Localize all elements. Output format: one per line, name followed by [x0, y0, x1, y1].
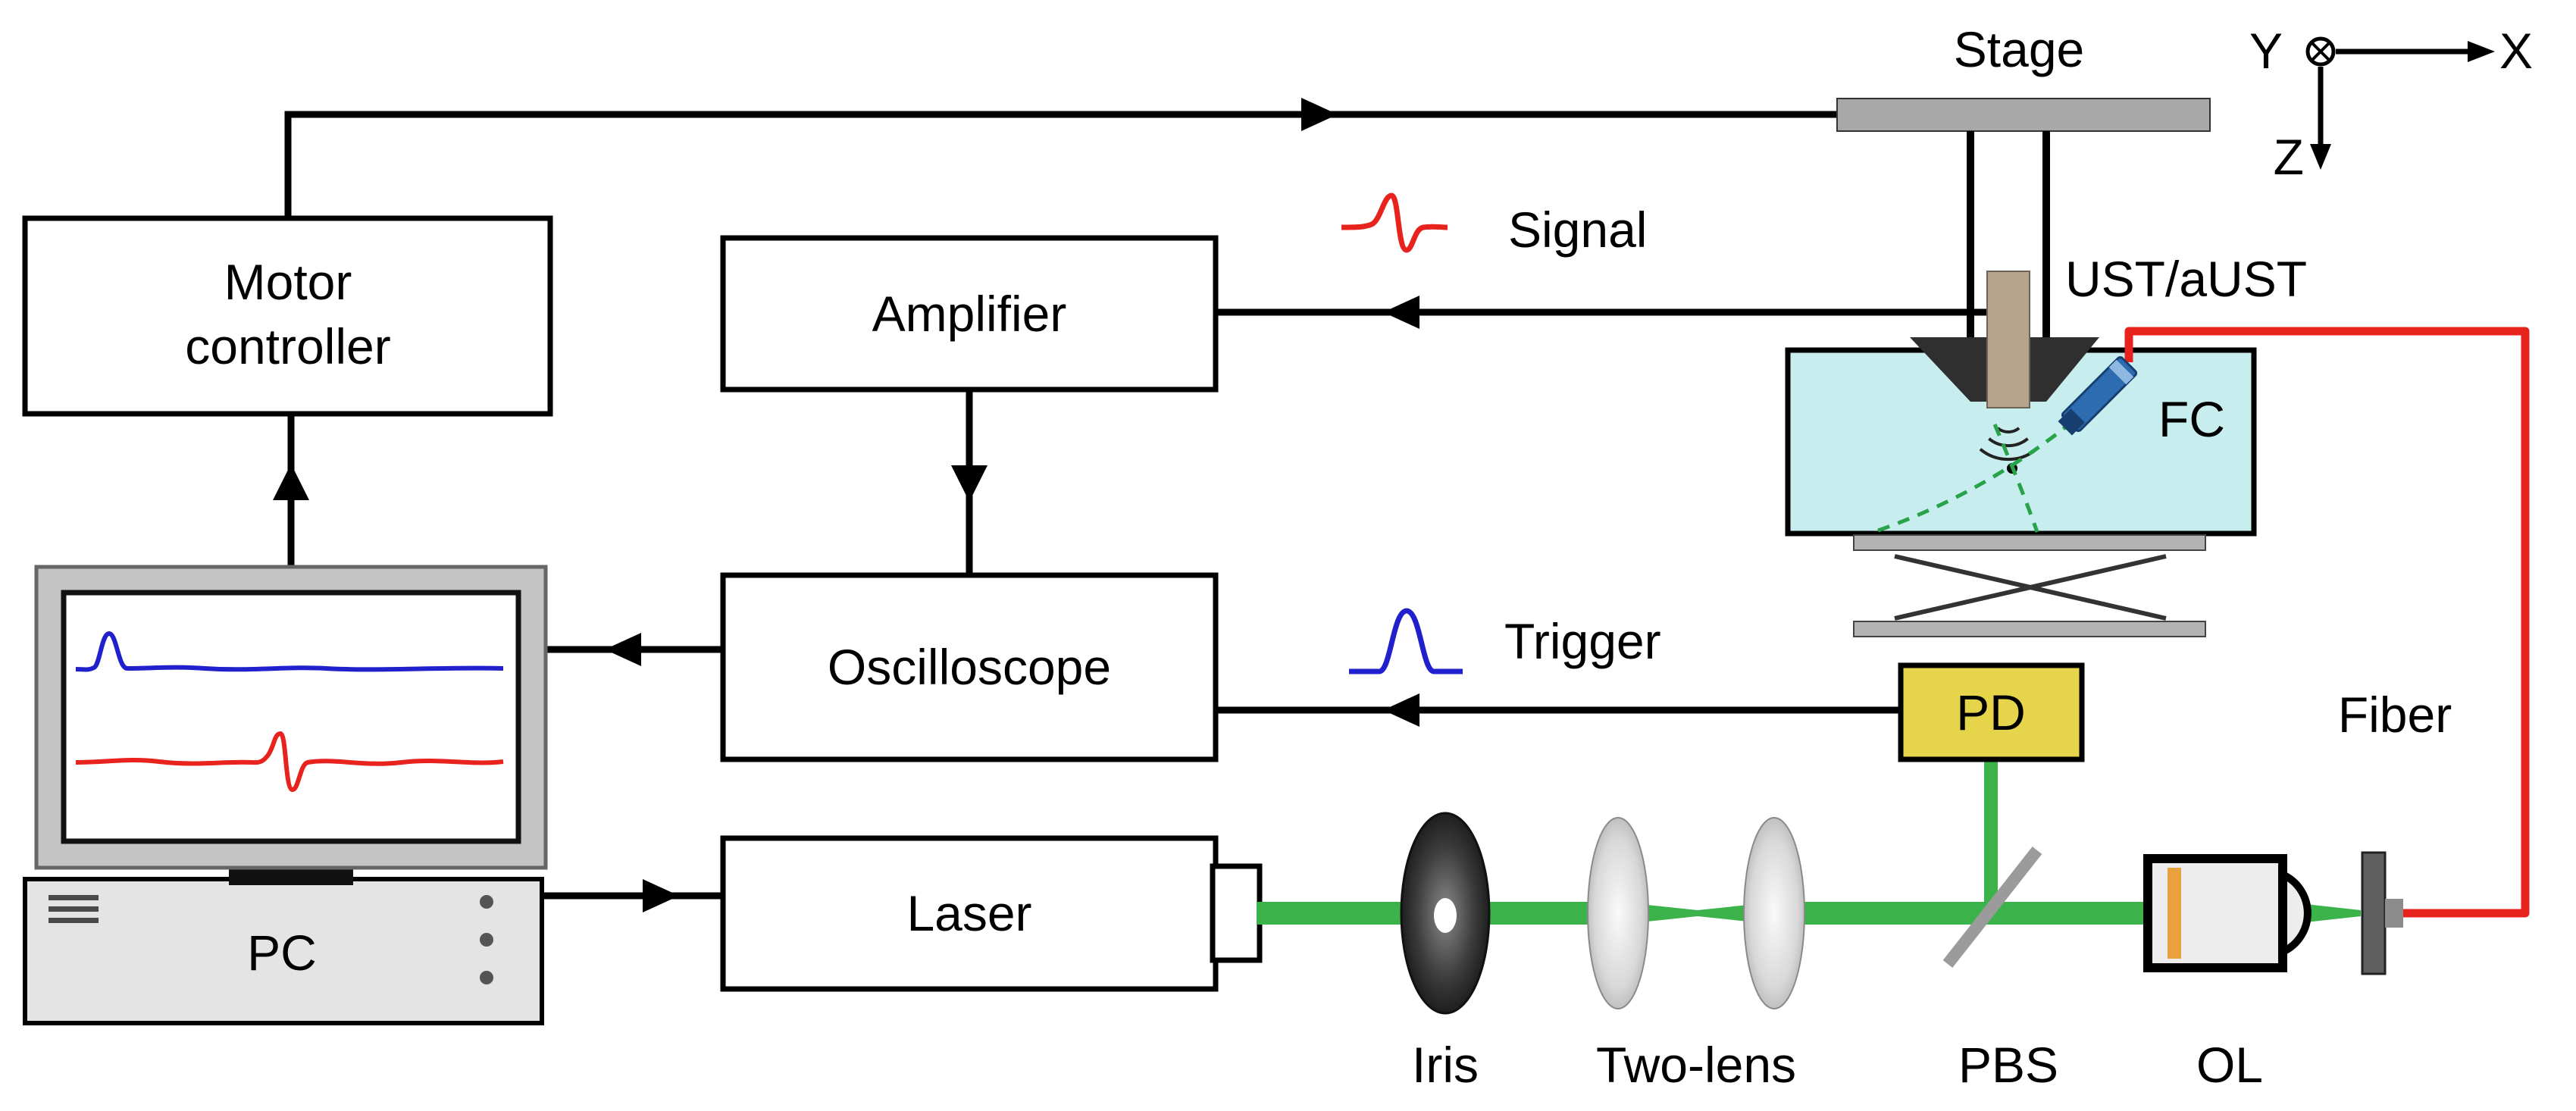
- pd-box: [1898, 662, 2085, 762]
- ol-label: OL: [2196, 1037, 2263, 1093]
- fc-device: [2058, 355, 2138, 436]
- jack-bottom-shelf: [1853, 621, 2206, 637]
- motor-controller-box: [22, 215, 553, 417]
- arrowhead-signal-left-icon: [1383, 296, 1419, 329]
- lens-1: [1587, 817, 1649, 1009]
- ust-label: UST/aUST: [2065, 251, 2307, 307]
- ust-transducer-body: [1986, 271, 2030, 408]
- oscilloscope-box: [720, 572, 1219, 762]
- coordinate-axes: [2305, 36, 2495, 170]
- fiber-label: Fiber: [2338, 687, 2452, 743]
- oscilloscope-label: Oscilloscope: [828, 639, 1111, 695]
- arrowhead-stage-right-icon: [1301, 98, 1338, 131]
- laser-box: [720, 835, 1219, 992]
- iris-label: Iris: [1412, 1037, 1479, 1093]
- motor-controller-label-line2: controller: [185, 318, 390, 374]
- amplifier-box: [720, 235, 1219, 393]
- fc-tip: [2058, 408, 2085, 436]
- iris-aperture-hole: [1434, 898, 1457, 933]
- signal-waveform: [1341, 192, 1448, 253]
- pd-label: PD: [1956, 684, 2026, 740]
- axis-z-arrowhead-icon: [2310, 144, 2331, 170]
- arrowhead-monitor-left-icon: [605, 633, 641, 666]
- scan-path-dashed-1: [1877, 423, 2071, 533]
- arrowhead-laser-right-icon: [643, 879, 679, 912]
- fiber-cable: [2124, 327, 2530, 918]
- arrowhead-down-icon: [951, 465, 988, 502]
- pc-button-dot: [480, 895, 493, 909]
- sound-wave-arc-1: [1996, 427, 2020, 434]
- objective-lens-band: [2168, 868, 2181, 959]
- lens-2: [1743, 817, 1805, 1009]
- monitor-screen: [61, 590, 521, 844]
- monitor-trace-blue: [75, 631, 504, 672]
- pc-button-dot: [480, 971, 493, 984]
- scan-path-dashed-2: [1992, 424, 2039, 533]
- jack-top-shelf: [1853, 534, 2206, 551]
- sound-wave-arc-2: [1988, 437, 2029, 447]
- pc-label: PC: [247, 925, 317, 981]
- axis-y-cross-2: [2311, 42, 2330, 61]
- pc-vent-line: [49, 918, 99, 923]
- arrowhead-up-icon: [273, 464, 309, 500]
- signal-label: Signal: [1508, 202, 1647, 258]
- fiber-coupler: [2361, 851, 2387, 975]
- laser-beam-segment-2: [1774, 902, 2153, 925]
- arrowhead-trigger-left-icon: [1383, 693, 1419, 727]
- trigger-label: Trigger: [1504, 613, 1661, 669]
- jack-scissor-bar-2: [1894, 554, 2167, 621]
- fc-stripe: [2108, 359, 2134, 385]
- pc-vent-line: [49, 895, 99, 900]
- pbs-plate: [1942, 847, 2042, 968]
- beam-to-pd: [1984, 759, 1998, 908]
- pc-vent-line: [49, 906, 99, 912]
- axis-x-arrowhead-icon: [2468, 41, 2495, 62]
- stage-label: Stage: [1954, 21, 2084, 77]
- stage-bar: [1836, 98, 2211, 132]
- laser-label: Laser: [906, 885, 1031, 941]
- pc-button-dot: [480, 933, 493, 947]
- monitor-trace-red: [75, 731, 504, 793]
- axis-x-label: X: [2499, 23, 2533, 79]
- ol-output-beam-cone: [2305, 904, 2361, 922]
- axis-y-label: Y: [2249, 23, 2283, 79]
- fc-label: FC: [2158, 391, 2225, 447]
- objective-lens-dome: [2279, 868, 2312, 958]
- trigger-waveform: [1349, 608, 1463, 674]
- two-lens-label: Two-lens: [1596, 1037, 1796, 1093]
- motor-controller-label-line1: Motor: [224, 254, 352, 310]
- laser-aperture: [1210, 863, 1263, 963]
- amplifier-label: Amplifier: [872, 286, 1067, 342]
- axis-z-label: Z: [2274, 129, 2304, 185]
- pbs-label: PBS: [1958, 1037, 2058, 1093]
- fiber-coupler-nub: [2385, 899, 2403, 928]
